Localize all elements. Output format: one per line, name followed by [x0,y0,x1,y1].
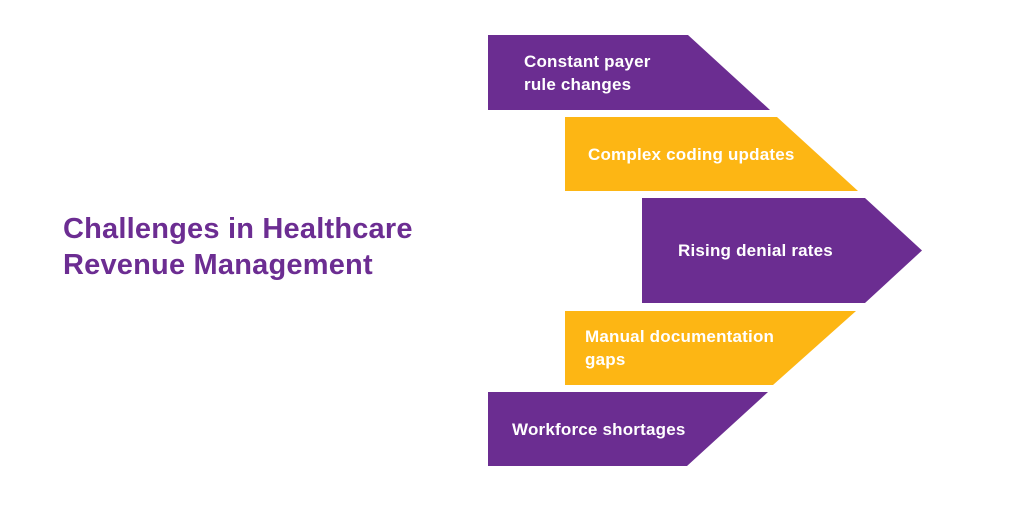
banner-label: Constant payer rule changes [524,51,651,94]
banner-label: Complex coding updates [588,144,795,164]
banner-label: Rising denial rates [678,241,833,260]
banner-workforce-shortages: Workforce shortages [488,392,768,466]
banner-manual-documentation-gaps: Manual documentation gaps [565,311,856,385]
banner-label: Workforce shortages [512,419,686,439]
banner-constant-payer-rule-changes: Constant payer rule changes [488,35,770,110]
page-title: Challenges in Healthcare Revenue Managem… [63,213,413,281]
banner-label: Manual documentation gaps [585,327,775,369]
banner-rising-denial-rates: Rising denial rates [642,198,922,303]
banner-complex-coding-updates: Complex coding updates [565,117,858,191]
